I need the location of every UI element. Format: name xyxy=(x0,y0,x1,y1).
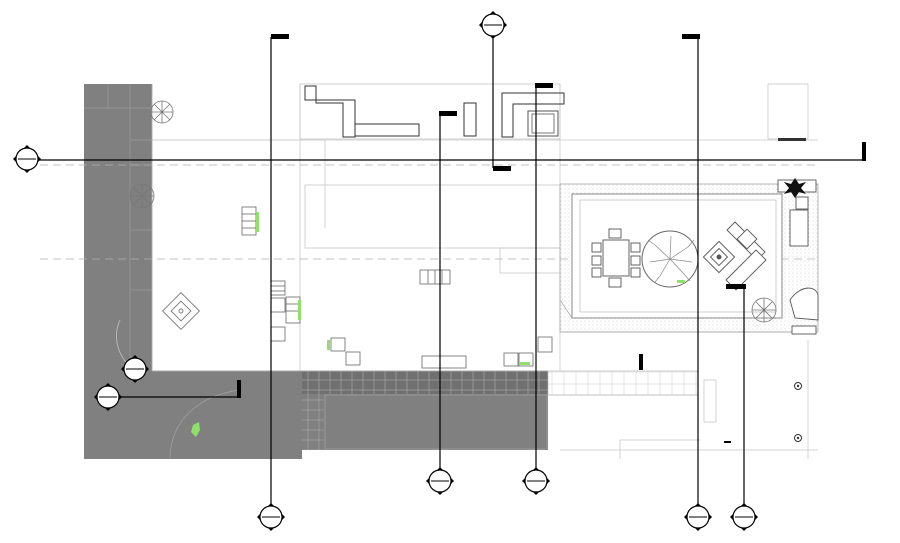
section-marker-icon xyxy=(13,11,758,531)
top-right-fixture xyxy=(778,138,806,141)
right-edge-furniture xyxy=(777,179,819,335)
section-cut-lines xyxy=(27,27,865,516)
sofa-icon xyxy=(725,221,767,291)
courtyard-edges xyxy=(116,84,548,372)
light-tiled-paving xyxy=(547,370,699,396)
outdoor-chair-icon xyxy=(241,206,553,369)
tree-symbol-icon xyxy=(641,230,699,288)
light-fixture-icon xyxy=(784,178,806,442)
reflecting-pool xyxy=(302,371,548,450)
section-line-ends xyxy=(237,34,866,443)
planting-accent xyxy=(191,212,685,437)
top-furniture-group xyxy=(304,85,565,138)
planter-icon xyxy=(161,291,201,331)
dining-table-icon xyxy=(591,228,641,288)
bottom-left-paving xyxy=(84,371,302,460)
planter-icon xyxy=(702,240,736,274)
shrub-symbol-icon xyxy=(129,100,777,323)
